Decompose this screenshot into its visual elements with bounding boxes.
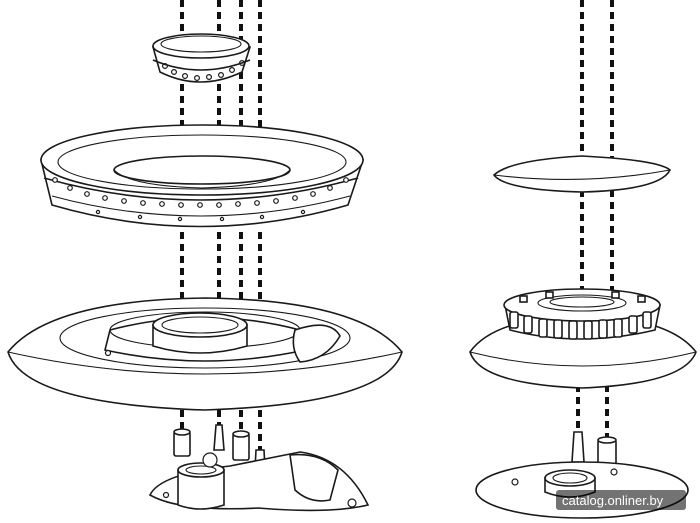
left-base-support bbox=[148, 451, 370, 512]
large-drip-tray bbox=[7, 297, 403, 411]
crown-flame-spreader bbox=[503, 288, 661, 340]
right-dashed-axes bbox=[576, 0, 614, 440]
right-gas-injectors bbox=[571, 431, 617, 467]
small-burner-assembly bbox=[469, 0, 697, 519]
watermark-text: catalog.onliner.by bbox=[562, 493, 664, 508]
inner-burner-cap bbox=[151, 33, 252, 83]
crown-top-notches bbox=[519, 291, 646, 303]
crown-slots bbox=[509, 311, 652, 340]
large-burner-assembly bbox=[7, 0, 403, 512]
watermark: catalog.onliner.by bbox=[556, 490, 686, 510]
flat-burner-cap bbox=[492, 155, 672, 193]
outer-ring-spreader bbox=[39, 124, 365, 228]
ring-flame-ports bbox=[52, 177, 349, 222]
